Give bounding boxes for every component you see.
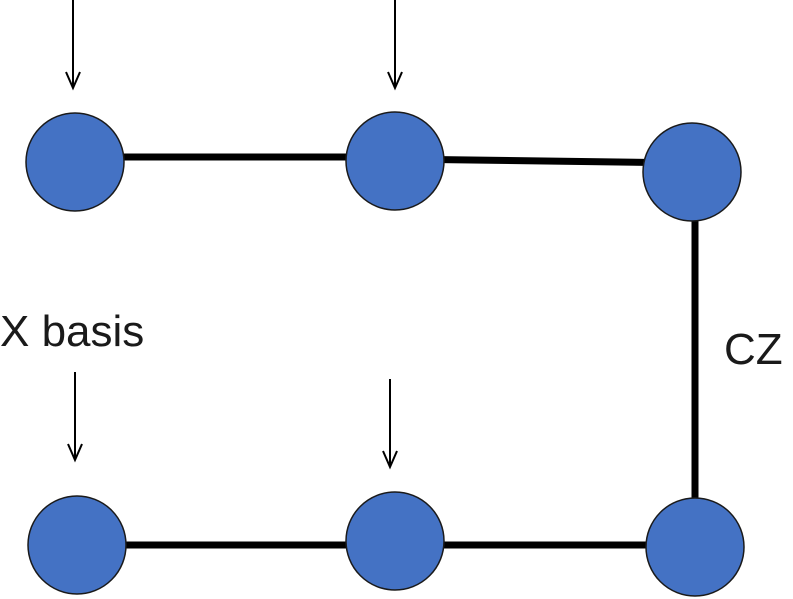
nodes — [25, 111, 745, 597]
arrowhead-icon — [67, 443, 83, 463]
edges — [75, 153, 699, 549]
measurement-arrows — [65, 0, 403, 470]
qubit-node-bottom-1 — [27, 495, 127, 595]
qubit-node-top-3 — [642, 122, 742, 222]
qubit-node-top-2 — [345, 111, 445, 211]
qubit-node-bottom-2 — [345, 491, 445, 591]
qubit-node-top-1 — [25, 112, 125, 212]
qubit-node-bottom-3 — [645, 497, 745, 597]
arrowhead-icon — [387, 71, 403, 91]
arrowhead-icon — [382, 450, 398, 470]
x-basis-label: X basis — [0, 307, 144, 356]
arrowhead-icon — [65, 71, 81, 91]
cz-gate-label: CZ — [724, 325, 783, 374]
